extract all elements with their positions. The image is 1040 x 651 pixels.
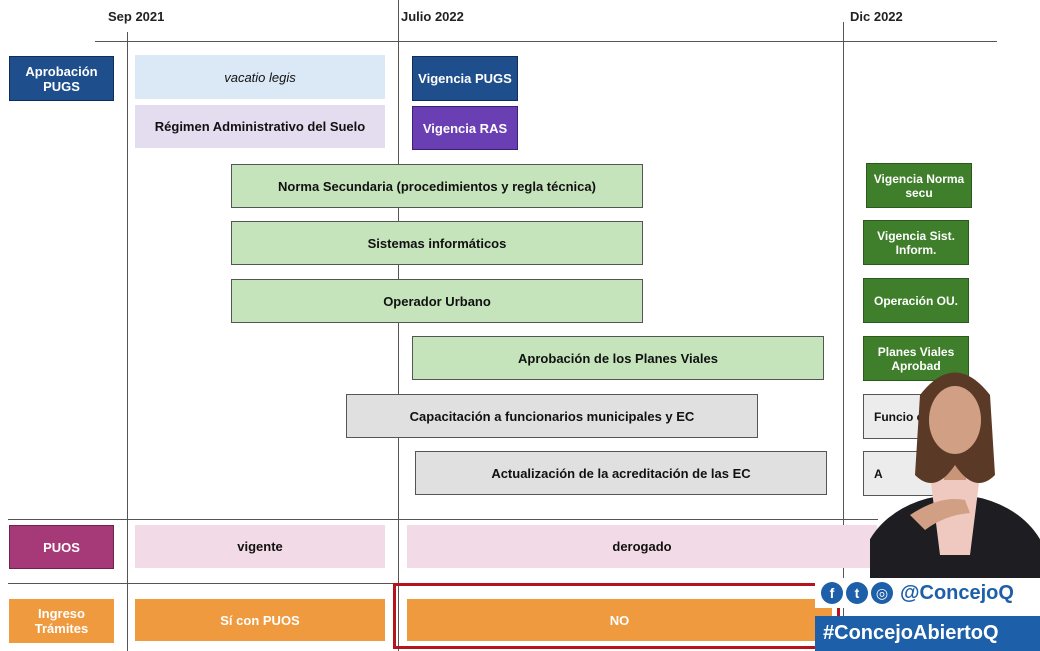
puos-label: PUOS <box>9 525 114 569</box>
ingreso-si-con-puos-bar: Sí con PUOS <box>135 599 385 641</box>
puos-derogado-bar: derogado <box>407 525 877 568</box>
vigencia-norma-box: Vigencia Norma secu <box>866 163 972 208</box>
social-handle-text: @ConcejoQ <box>900 581 1014 604</box>
operador-urbano-bar: Operador Urbano <box>231 279 643 323</box>
planes-viales-bar: Aprobación de los Planes Viales <box>412 336 824 380</box>
regimen-administrativo-bar: Régimen Administrativo del Suelo <box>135 105 385 148</box>
vacatio-legis-bar: vacatio legis <box>135 55 385 99</box>
sistemas-informaticos-bar: Sistemas informáticos <box>231 221 643 265</box>
timeline-marker-sep-2021 <box>127 32 128 651</box>
instagram-icon: ◎ <box>871 582 893 604</box>
planes-viales-aprobados-box: Planes Viales Aprobad <box>863 336 969 381</box>
vigencia-pugs-box: Vigencia PUGS <box>412 56 518 101</box>
timeline-date-julio-2022: Julio 2022 <box>401 9 464 24</box>
sign-language-interpreter <box>870 355 1040 580</box>
hashtag-banner: #ConcejoAbiertoQ <box>815 616 1040 651</box>
actualizacion-acreditacion-bar: Actualización de la acreditación de las … <box>415 451 827 495</box>
vigencia-sist-inform-box: Vigencia Sist. Inform. <box>863 220 969 265</box>
capacitacion-bar: Capacitación a funcionarios municipales … <box>346 394 758 438</box>
timeline-marker-dic-2022 <box>843 22 844 651</box>
timeline-marker-julio-2022 <box>398 0 399 651</box>
section-divider-puos <box>8 519 878 520</box>
aprobacion-pugs-label: Aprobación PUGS <box>9 56 114 101</box>
ingreso-tramites-label: Ingreso Trámites <box>9 599 114 643</box>
twitter-icon: t <box>846 582 868 604</box>
timeline-axis <box>95 41 997 42</box>
timeline-date-dic-2022: Dic 2022 <box>850 9 903 24</box>
norma-secundaria-bar: Norma Secundaria (procedimientos y regla… <box>231 164 643 208</box>
social-handle-banner: f t ◎ @ConcejoQ <box>815 578 1040 608</box>
operacion-ou-box: Operación OU. <box>863 278 969 323</box>
facebook-icon: f <box>821 582 843 604</box>
puos-vigente-bar: vigente <box>135 525 385 568</box>
vigencia-ras-box: Vigencia RAS <box>412 106 518 150</box>
highlight-frame <box>393 583 840 649</box>
ingreso-no-bar: NO <box>407 599 832 641</box>
timeline-date-sep-2021: Sep 2021 <box>108 9 165 24</box>
